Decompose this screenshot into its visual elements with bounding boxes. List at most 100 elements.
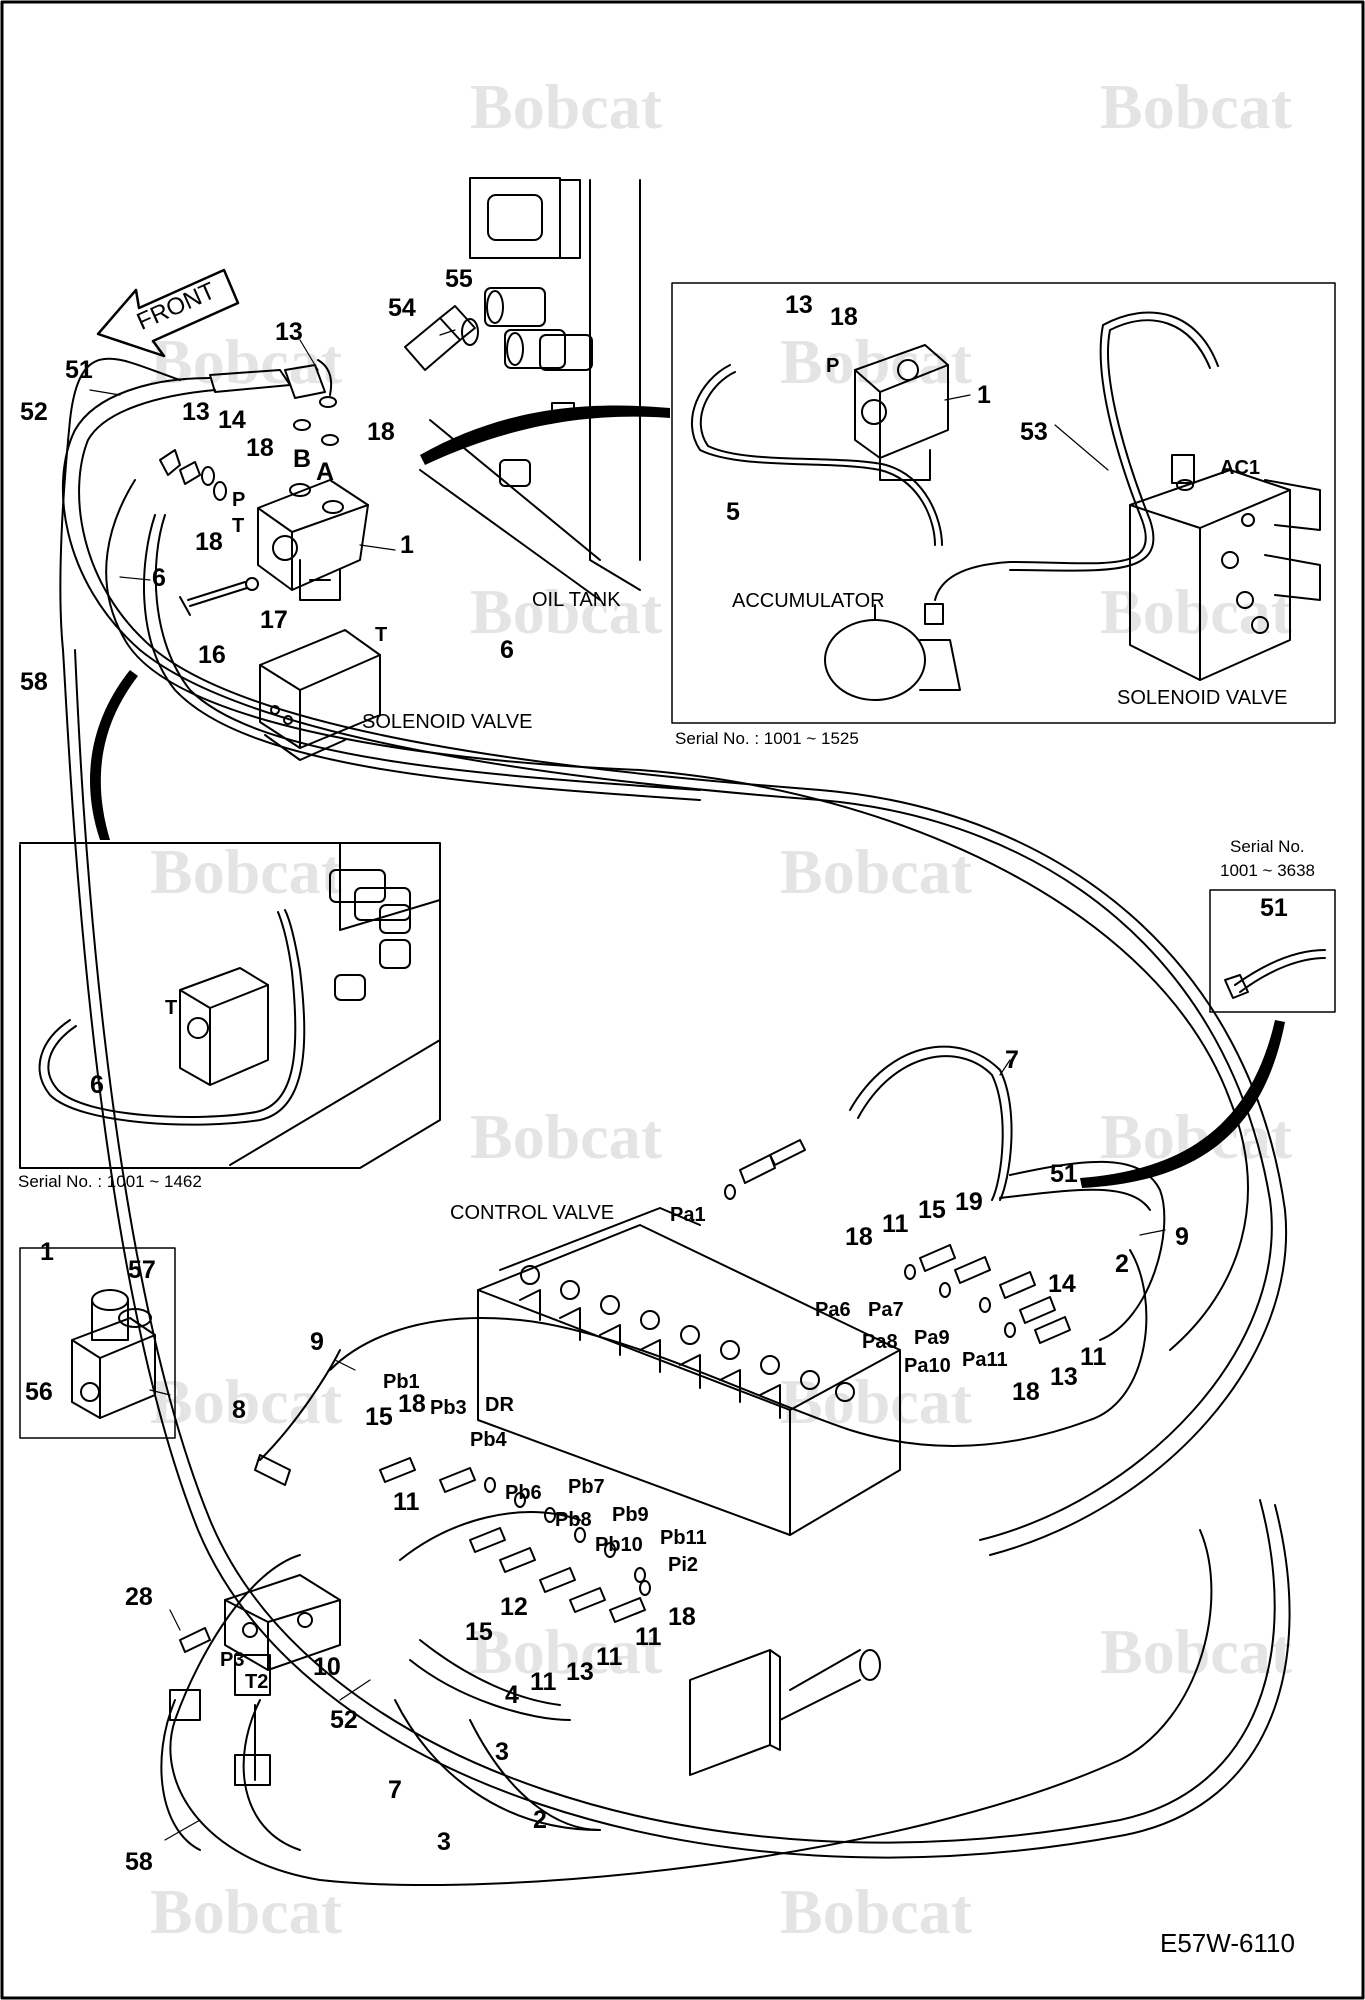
callout-pa8-port: Pa8	[862, 1331, 898, 1353]
callout-dr-port: DR	[485, 1394, 514, 1416]
callout-pb9-port: Pb9	[612, 1504, 649, 1526]
control-valve-hoses	[160, 1045, 1213, 1886]
solenoid-inset	[19, 842, 441, 1169]
callout-11: 11	[882, 1210, 909, 1238]
callout-51: 51	[65, 356, 93, 384]
callout-13: 13	[566, 1658, 594, 1686]
watermark: Bobcat	[470, 71, 662, 142]
serial-note-hose-line1: Serial No.	[1230, 837, 1305, 856]
solenoid-valve-inset-caption: SOLENOID VALVE	[1117, 687, 1288, 709]
watermark: Bobcat	[150, 326, 342, 397]
callout-28: 28	[125, 1583, 153, 1611]
callout-6: 6	[500, 636, 514, 664]
callout-1: 1	[400, 531, 414, 559]
callout-2: 2	[1115, 1250, 1129, 1278]
inset-ports	[329, 869, 411, 1001]
front-fittings	[159, 359, 339, 501]
callout-51: 51	[1050, 1160, 1078, 1188]
callout-18: 18	[845, 1223, 873, 1251]
callout-15: 15	[465, 1618, 493, 1646]
leader-wedge-2	[90, 670, 138, 840]
front-arrow-shape	[96, 268, 240, 358]
callout-58: 58	[125, 1848, 153, 1876]
watermark: Bobcat	[150, 836, 342, 907]
bracket-lower-right	[689, 1649, 881, 1776]
watermark: Bobcat	[780, 1876, 972, 1947]
callout-18: 18	[668, 1603, 696, 1631]
control-valve-body	[477, 1207, 901, 1536]
lower-left-block	[224, 1574, 341, 1671]
watermark: Bobcat	[470, 1616, 662, 1687]
oil-tank	[419, 177, 641, 601]
acc-solenoid-valve	[854, 344, 949, 481]
watermark: Bobcat	[780, 836, 972, 907]
callout-t-port: T	[375, 624, 388, 646]
callout-pa1-port: Pa1	[670, 1204, 706, 1226]
callout-6: 6	[90, 1071, 104, 1099]
callout-ac1-port: AC1	[1220, 457, 1261, 479]
callout-1: 1	[40, 1238, 54, 1266]
callout-pb4-port: Pb4	[470, 1429, 507, 1451]
tank-ports	[484, 287, 593, 487]
callout-52: 52	[330, 1706, 358, 1734]
bolt-16	[179, 577, 259, 616]
inset-valve	[179, 967, 269, 1086]
pilot-fittings	[169, 1139, 1071, 1786]
callout-pb3-port: Pb3	[430, 1397, 467, 1419]
control-valve-spools	[519, 1265, 855, 1419]
serial-note-hose-line2: 1001 ~ 3638	[1220, 861, 1316, 880]
callout-8: 8	[232, 1396, 246, 1424]
callout-11: 11	[635, 1623, 662, 1651]
solenoid-valve-caption: SOLENOID VALVE	[362, 711, 533, 733]
callout-t-port: T	[165, 997, 178, 1019]
control-valve-caption: CONTROL VALVE	[450, 1202, 615, 1224]
callout-p3-port: P3	[220, 1649, 245, 1671]
callout-13: 13	[275, 318, 303, 346]
front-solenoid-valve	[257, 479, 369, 601]
callout-pb6-port: Pb6	[505, 1482, 542, 1504]
callout-7: 7	[1005, 1046, 1019, 1074]
oil-tank-caption: OIL TANK	[532, 589, 621, 611]
callout-pb7-port: Pb7	[568, 1476, 605, 1498]
callout-pb11-port: Pb11	[660, 1527, 707, 1549]
main-hoses	[59, 357, 1291, 1859]
callout-54: 54	[388, 294, 416, 322]
callout-2: 2	[533, 1806, 547, 1834]
acc-valve-block	[1129, 454, 1321, 681]
callout-9: 9	[1175, 1223, 1189, 1251]
callout-18: 18	[367, 418, 395, 446]
callout-pb10-port: Pb10	[595, 1534, 643, 1556]
leader-wedge-3	[1080, 1020, 1285, 1188]
callout-pa11-port: Pa11	[962, 1349, 1008, 1371]
leader-lines	[89, 329, 1166, 1841]
callout-13: 13	[785, 291, 813, 319]
fitting-54	[404, 305, 479, 371]
callout-6: 6	[152, 564, 166, 592]
callout-57: 57	[128, 1256, 156, 1284]
callout-18: 18	[830, 303, 858, 331]
callout-pb8-port: Pb8	[555, 1509, 592, 1531]
watermark: Bobcat	[470, 576, 662, 647]
callout-pa9-port: Pa9	[914, 1327, 950, 1349]
callout-pa7-port: Pa7	[868, 1299, 904, 1321]
callout-9: 9	[310, 1328, 324, 1356]
hose-inset	[1209, 889, 1336, 1013]
callout-t2-port: T2	[245, 1671, 269, 1693]
serial-note-solenoid: Serial No. : 1001 ~ 1462	[18, 1172, 202, 1191]
callout-pi2-port: Pi2	[668, 1554, 699, 1576]
callout-a-port: A	[316, 458, 335, 486]
callout-13: 13	[182, 398, 210, 426]
callout-7: 7	[388, 1776, 402, 1804]
callout-11: 11	[530, 1668, 557, 1696]
callout-18: 18	[1012, 1378, 1040, 1406]
callout-3: 3	[437, 1828, 451, 1856]
callout-p-port: P	[826, 355, 840, 377]
lower-solenoid-valve	[259, 629, 381, 761]
callout-17: 17	[260, 606, 288, 634]
callout-52: 52	[20, 398, 48, 426]
watermark: Bobcat	[150, 1876, 342, 1947]
callout-58: 58	[20, 668, 48, 696]
inset-hose	[38, 909, 306, 1126]
watermark: Bobcat	[780, 1366, 972, 1437]
